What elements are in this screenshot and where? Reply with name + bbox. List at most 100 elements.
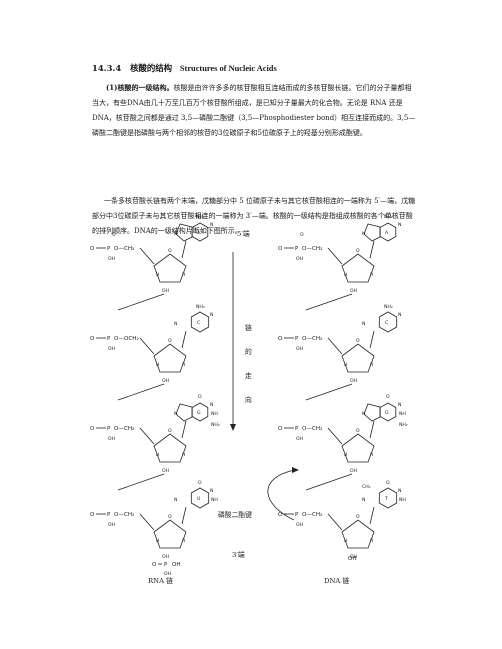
phosphate-hydroxyl-label: OH <box>296 522 303 528</box>
direction-char: 的 <box>245 347 252 356</box>
ring-oxygen-label: O <box>168 338 172 344</box>
ring-oxygen-label: O <box>356 428 360 434</box>
hydrogen-label: H <box>370 362 373 368</box>
paragraph-primary-structure: (1)核酸的一级结构。核酸是由许许多多的核苷酸相互连结而成的多核苷酸长链。它们的… <box>92 80 417 141</box>
section-title-cn: 核酸的结构 <box>130 63 172 73</box>
phosphate-hydroxyl-label: OH <box>108 256 115 262</box>
sugar-ring <box>153 433 187 463</box>
nitrogen-atom: N <box>362 321 365 327</box>
phosphorus-atom-label: P <box>295 336 299 342</box>
hydrogen-label: H <box>182 272 185 278</box>
phosphorus-atom-label: P <box>107 336 111 342</box>
bond-pointer-curve <box>267 469 296 521</box>
terminal-hydroxyl-label: OH <box>164 571 171 577</box>
nitrogen-atom: N <box>210 312 213 318</box>
amino-group-label: NH₂ <box>384 214 393 220</box>
hydrogen-label: H <box>156 452 159 458</box>
paragraph-body: 一条多核苷酸长链有两个末端，戊糖部分中 5 位碳原子未与其它核苷酸相连的一端称为… <box>92 197 416 235</box>
ring-oxygen-label: O <box>168 248 172 254</box>
phosphate-hydroxyl-label: OH <box>108 436 115 442</box>
phosphate-hydroxyl-label: OH <box>108 522 115 528</box>
phosphorus-atom-label: P <box>107 512 111 518</box>
nitrogen-atom: N <box>174 497 177 503</box>
sugar-ring <box>153 519 187 549</box>
ring-oxygen-label: O <box>168 428 172 434</box>
nitrogen-atom: N <box>362 231 365 237</box>
phosphate-top-oxygen-label: O <box>112 232 116 238</box>
carbonyl-oxygen-label: O <box>386 480 390 486</box>
pyrimidine-ring <box>190 311 210 333</box>
c5-methylene-bond <box>139 513 155 531</box>
phosphodiester-bond-label: 磷酸二酯键 <box>218 510 252 519</box>
imino-group-label: NH <box>211 497 218 503</box>
pyrimidine-ring <box>190 487 210 509</box>
glycosidic-bond <box>181 506 187 525</box>
purine-five-ring <box>175 223 193 242</box>
base-letter-A: A <box>197 230 201 236</box>
base-letter-C: C <box>197 320 200 326</box>
hydrogen-label: H <box>370 538 373 544</box>
imino-group-label: NH <box>399 411 406 417</box>
c5-methylene-bond <box>139 337 155 355</box>
nitrogen-atom: N <box>174 411 177 417</box>
phosphorus-atom-label: P <box>295 512 299 518</box>
sugar-ring <box>341 519 375 549</box>
sugar-ring <box>341 343 375 373</box>
glycosidic-bond <box>181 240 187 259</box>
dna-chain-caption: DNA 链 <box>324 576 349 585</box>
phosphate-hydroxyl-label: OH <box>108 346 115 352</box>
section-heading: 14.3.4 核酸的结构 Structures of Nucleic Acids <box>92 62 277 74</box>
hydrogen-label: H <box>156 362 159 368</box>
nitrogen-atom: N <box>398 312 401 318</box>
glycosidic-bond <box>181 330 187 349</box>
nitrogen-atom: N <box>362 411 365 417</box>
c5-methylene-bond <box>139 247 155 265</box>
glycosidic-bond <box>369 240 375 259</box>
ester-link-label: O—CH₂ <box>302 246 322 252</box>
direction-arrow-head <box>230 424 236 431</box>
hydrogen-label: H <box>344 362 347 368</box>
phosphodiester-bond <box>305 473 353 491</box>
ring-oxygen-label: O <box>356 338 360 344</box>
methyl-group-label: CH₃ <box>362 484 371 490</box>
phosphate-oxygen-label: O <box>90 512 95 518</box>
c5-methylene-bond <box>139 427 155 445</box>
phosphate-oxygen-label: O <box>278 336 283 342</box>
glycosidic-bond <box>369 506 375 525</box>
purine-five-ring <box>175 403 193 422</box>
nitrogen-atom: N <box>398 402 401 408</box>
hydroxyl-label: OH <box>350 378 357 384</box>
three-prime-hydroxyl-label: OH <box>348 556 357 562</box>
ester-link-label: O—CH₂ <box>302 512 322 518</box>
paragraph-chain-ends: 一条多核苷酸长链有两个末端，戊糖部分中 5 位碳原子未与其它核苷酸相连的一端称为… <box>92 194 417 239</box>
hydroxyl-label: OH <box>162 378 169 384</box>
base-letter-U: U <box>197 496 200 502</box>
c5-methylene-bond <box>327 513 343 531</box>
carbonyl-oxygen-label: O <box>198 394 202 400</box>
phosphate-hydroxyl-label: OH <box>296 436 303 442</box>
paragraph-body: 核酸是由许许多多的核苷酸相互连结而成的多核苷酸长链。它们的分子量都相当大，有些D… <box>92 84 416 137</box>
c5-methylene-bond <box>327 247 343 265</box>
ring-oxygen-label: O <box>356 514 360 520</box>
phosphorus-atom-label: P <box>295 426 299 432</box>
glycosidic-bond <box>369 420 375 439</box>
phosphate-top-oxygen-label: O <box>300 232 304 238</box>
base-letter-C: C <box>385 320 388 326</box>
base-letter-T: T <box>384 496 388 502</box>
ester-link-label: O—CH₂ <box>114 426 134 432</box>
phosphodiester-bond <box>117 293 165 311</box>
hydrogen-label: H <box>156 538 159 544</box>
nitrogen-atom: N <box>210 222 213 228</box>
sugar-ring <box>341 433 375 463</box>
phosphorus-atom-label: P <box>107 426 111 432</box>
nitrogen-atom: N <box>174 321 177 327</box>
amino-group-label: NH₂ <box>211 422 220 428</box>
hydroxyl-label: OH <box>162 554 169 560</box>
hydroxyl-label: OH <box>350 468 357 474</box>
hydrogen-label: H <box>344 452 347 458</box>
glycosidic-bond <box>369 330 375 349</box>
ring-oxygen-label: O <box>168 514 172 520</box>
hydrogen-label: H <box>344 272 347 278</box>
